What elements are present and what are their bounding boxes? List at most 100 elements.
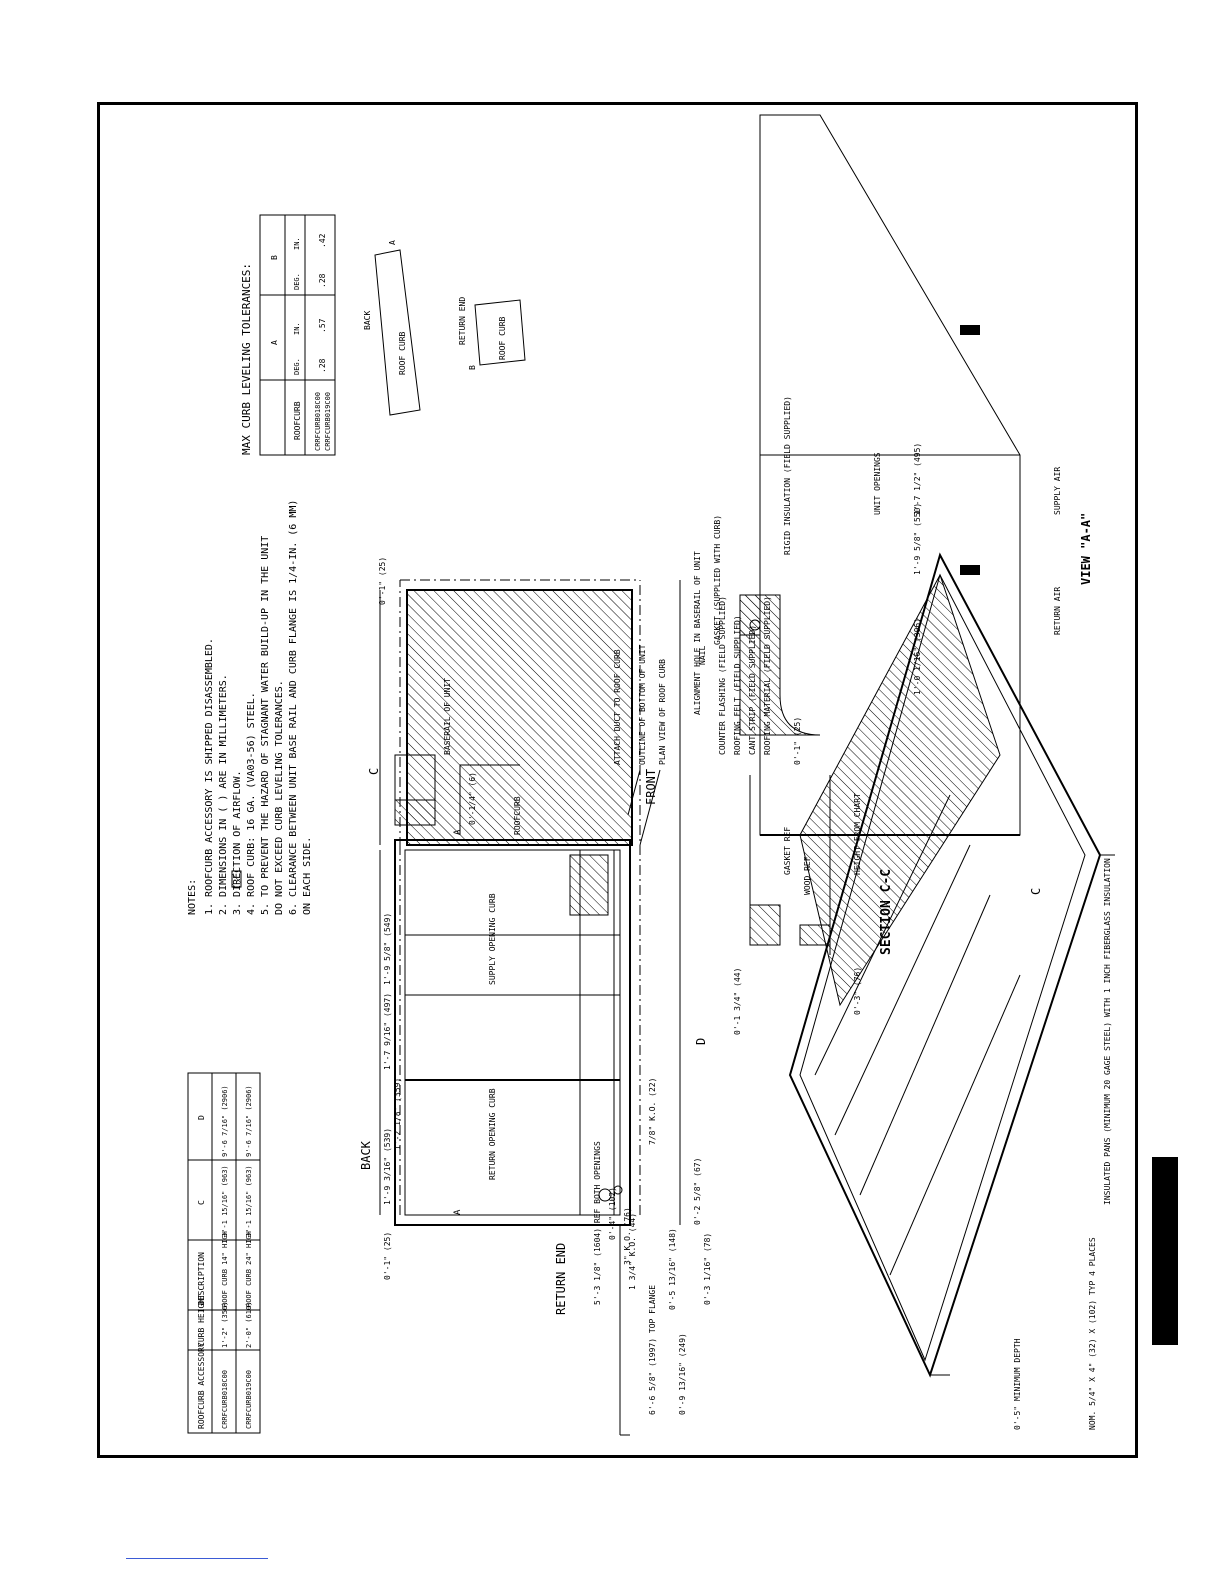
- acc-header-d: D: [197, 1115, 206, 1120]
- iso-curb-outline: [788, 552, 1102, 1378]
- lev-val-2: .57: [318, 318, 327, 333]
- aa-dim-550: 1'-9 5/8" (550): [913, 503, 922, 575]
- lev-sub-3: DEG.: [293, 273, 301, 290]
- cc-dim-bottom: 0'-3" (76): [853, 967, 862, 1015]
- acc-row1-d: 9'-6 7/16" (2906): [221, 1085, 229, 1157]
- tilt-diagrams: ROOF CURB BACK A ROOF CURB RETURN END B: [363, 240, 526, 416]
- plan-back-label: BACK: [359, 1140, 373, 1170]
- tilt-roof-curb-back: [374, 249, 421, 416]
- note-5: 5. TO PREVENT THE HAZARD OF STAGNANT WAT…: [260, 536, 271, 915]
- dim-25-left: 0'-1" (25): [383, 1232, 392, 1280]
- note-1: 1. ROOFCURB ACCESSORY IS SHIPPED DISASSE…: [204, 638, 215, 915]
- supply-curb-hatch: [569, 854, 609, 916]
- view-aa: VIEW "A-A" UNIT OPENINGS 1'-7 1/2" (495)…: [759, 114, 1093, 836]
- attach-duct-label: ATTACH DUCT TO ROOF CURB: [613, 649, 622, 765]
- iso-pans-label: INSULATED PANS (MINIMUM 20 GAGE STEEL) W…: [1103, 858, 1112, 1205]
- alignment-label: ALIGNMENT HOLE IN BASERAIL OF UNIT: [693, 551, 702, 715]
- dim-148: 0'-5 13/16" (148): [668, 1228, 677, 1310]
- dim-67: 0'-2 5/8" (67): [693, 1158, 702, 1225]
- acc-row1-desc: ROOF CURB 14" HIGH: [221, 1231, 229, 1307]
- baserail-roofcurb-label: ROOFCURB: [513, 796, 522, 835]
- dim-359: 1'-2 1/8" (359): [393, 1078, 402, 1150]
- dim-ko-44: 1 3/4" K.O. (44): [628, 1213, 637, 1290]
- plan-front-label: FRONT: [644, 769, 658, 805]
- baserail-detail: BASERAIL OF UNIT ROOFCURB 0'-1/4" (6): [394, 678, 522, 835]
- section-cc-title: SECTION C-C: [879, 869, 894, 955]
- lev-roofcurb: ROOFCURB: [293, 401, 302, 440]
- plan-return-label: RETURN OPENING CURB: [488, 1088, 497, 1180]
- isometric-view: INSULATED PANS (MINIMUM 20 GAGE STEEL) W…: [788, 552, 1115, 1430]
- accessory-table: ROOFCURB ACCESSORY CURB HEIGHT DESCRIPTI…: [187, 1072, 261, 1434]
- note-5b: DO NOT EXCEED CURB LEVELING TOLERANCES.: [274, 680, 285, 915]
- plan-return-end-label: RETURN END: [554, 1243, 568, 1315]
- side-tab-marker: [1152, 1157, 1178, 1345]
- lev-sub-2: IN.: [293, 322, 301, 335]
- lev-model-2: CRRFCURB019C00: [324, 392, 332, 451]
- acc-row1-c: 3'-1 15/16" (963): [221, 1165, 229, 1237]
- footer-link-line[interactable]: [126, 1558, 268, 1559]
- dim-549: 1'-9 5/8" (549): [383, 913, 392, 985]
- notes-block: NOTES: 1. ROOFCURB ACCESSORY IS SHIPPED …: [187, 500, 313, 915]
- iso-nom-label: NOM. 5/4" X 4" (32) X (102) TYP 4 PLACES: [1088, 1237, 1097, 1430]
- dim-102: 0'-4" (102): [608, 1187, 617, 1240]
- cc-dim-left: 0'-1 3/4" (44): [733, 968, 742, 1035]
- cant-strip-label: CANT STRIP (FIELD SUPPLIED): [748, 625, 757, 755]
- plan-inner: [404, 849, 621, 1216]
- cc-wood-label: WOOD REF: [803, 856, 812, 895]
- tilt-return-end-label: RETURN END: [458, 297, 467, 345]
- dim-497: 1'-7 9/16" (497): [383, 993, 392, 1070]
- acc-row2-desc: ROOF CURB 24" HIGH: [245, 1231, 253, 1307]
- roofing-felt-label: ROOFING FELT (FIELD SUPPLIED): [733, 615, 742, 755]
- aa-support-right: [960, 325, 980, 335]
- lev-val-1: .28: [318, 358, 327, 373]
- airflow-hatch-symbol: [231, 870, 242, 888]
- dim-25-right: 0'-1" (25): [378, 557, 387, 605]
- acc-header-height: CURB HEIGHT: [197, 1294, 206, 1347]
- acc-row1-model: CRRFCURB018C00: [221, 1370, 229, 1429]
- roofing-material-label: ROOFING MATERIAL (FIELD SUPPLIED): [763, 596, 772, 755]
- aa-unit-openings-label: UNIT OPENINGS: [873, 452, 882, 515]
- tilt-roof-curb-end: [474, 299, 526, 366]
- note-6b: ON EACH SIDE.: [302, 837, 313, 915]
- dim-1997: 6'-6 5/8" (1997) TOP FLANGE: [648, 1285, 657, 1415]
- plan-supply-label: SUPPLY OPENING CURB: [488, 893, 497, 985]
- baserail-hatch: [394, 799, 436, 826]
- iso-hatched-pan: [799, 573, 1001, 1007]
- cc-gasket-label: GASKET REF: [783, 827, 792, 875]
- section-cc: SECTION C-C GASKET REF WOOD REF HEIGHT F…: [733, 717, 894, 1035]
- counter-flashing-label: COUNTER FLASHING (FIELD SUPPLIED): [718, 596, 727, 755]
- dim-1604: 5'-3 1/8" (1604) REF BOTH OPENINGS: [593, 1141, 602, 1305]
- aa-return-air-label: RETURN AIR: [1053, 587, 1062, 635]
- rigid-insulation-label: RIGID INSULATION (FIELD SUPPLIED): [783, 396, 792, 555]
- acc-row2-model: CRRFCURB019C00: [245, 1370, 253, 1429]
- lev-col-a: A: [270, 340, 279, 345]
- note-3: 3. DIRECTION OF AIRFLOW.: [232, 771, 243, 916]
- plan-hatched-end: [406, 589, 633, 846]
- acc-header-c: C: [197, 1200, 206, 1205]
- iso-c-label: C: [1029, 888, 1043, 895]
- lev-val-3: .28: [318, 273, 327, 288]
- nail-label: NAIL: [698, 646, 707, 665]
- plan-view-label: PLAN VIEW OF ROOF CURB: [658, 659, 667, 765]
- tilt-back-label: BACK: [363, 311, 372, 330]
- tilt-roof-curb-label: ROOF CURB: [398, 331, 407, 375]
- cc-wood: [749, 904, 781, 946]
- note-2: 2. DIMENSIONS IN ( ) ARE IN MILLIMETERS.: [218, 674, 229, 915]
- dim-78: 0'-3 1/16" (78): [703, 1233, 712, 1305]
- roof-curb-drawing: ROOFCURB ACCESSORY CURB HEIGHT DESCRIPTI…: [187, 114, 1115, 1436]
- rotated-drawing: ROOFCURB ACCESSORY CURB HEIGHT DESCRIPTI…: [100, 105, 1135, 1455]
- baserail-dim: 0'-1/4" (6): [468, 772, 477, 825]
- knockout-small: [613, 1185, 623, 1195]
- lev-model-1: CRRFCURB018C00: [314, 392, 322, 451]
- plan-a-right: A: [453, 829, 463, 835]
- acc-header-accessory: ROOFCURB ACCESSORY: [197, 1342, 206, 1429]
- plan-front-rail: [579, 849, 615, 1216]
- note-4: 4. ROOF CURB: 16 GA. (VA03-56) STEEL.: [246, 692, 257, 915]
- gasket-label: GASKET (SUPPLIED WITH CURB): [713, 515, 722, 645]
- lev-val-4: .42: [318, 233, 327, 248]
- drawing-sheet: ROOFCURB ACCESSORY CURB HEIGHT DESCRIPTI…: [97, 102, 1138, 1458]
- lev-sub-4: IN.: [293, 237, 301, 250]
- tilt-roof-curb-end-label: ROOF CURB: [498, 316, 507, 360]
- acc-row2-d: 9'-6 7/16" (2906): [245, 1085, 253, 1157]
- acc-row2-c: 3'-1 15/16" (963): [245, 1165, 253, 1237]
